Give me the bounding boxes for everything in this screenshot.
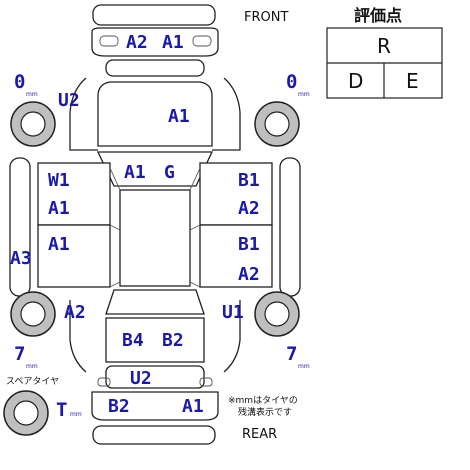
- right-rear-door: [199, 224, 273, 288]
- rear-panel: [105, 365, 205, 389]
- front-right-tire-depth: 0: [286, 71, 297, 93]
- rear-right-tire-icon: [254, 291, 300, 337]
- grade-title: 評価点: [354, 6, 402, 25]
- left-front-door-code-1: W1: [48, 170, 70, 191]
- rear-bottom-bar: [92, 425, 216, 445]
- trunk-code-1: B4: [122, 330, 144, 351]
- spare-mm: mm: [70, 411, 82, 418]
- rear-window: [105, 289, 205, 315]
- rear-bumper: [91, 391, 219, 421]
- right-front-door-code-1: B1: [238, 170, 260, 191]
- right-front-door: [199, 162, 273, 226]
- spare-tire-depth: T: [56, 399, 67, 421]
- front-left-tire-depth: 0: [14, 71, 25, 93]
- car-outline: [9, 4, 301, 445]
- windshield: [96, 151, 214, 187]
- interior-grade: D: [348, 69, 363, 93]
- front-left-tire-icon: [10, 101, 56, 147]
- grade-box: 評価点 R D E: [326, 6, 443, 99]
- right-rocker: [279, 157, 301, 297]
- rear-panel-code: U2: [130, 368, 152, 389]
- front-left-mm: mm: [26, 91, 38, 98]
- hood: [97, 81, 213, 147]
- front-label: FRONT: [244, 10, 288, 25]
- rear-left-mm: mm: [26, 363, 38, 370]
- trunk: [105, 317, 205, 363]
- roof: [119, 189, 191, 287]
- left-front-door-code-2: A1: [48, 198, 70, 219]
- left-rear-fender-code: A2: [64, 302, 86, 323]
- left-rear-door: [37, 224, 111, 288]
- left-rear-door-code: A1: [48, 234, 70, 255]
- front-bumper: [91, 27, 219, 57]
- rear-bumper-code-1: B2: [108, 396, 130, 417]
- spare-tire-label: スペアタイヤ: [6, 376, 59, 387]
- roof-code-1: A1: [124, 162, 146, 183]
- right-front-door-code-2: A2: [238, 198, 260, 219]
- front-bumper-code-1: A2: [126, 32, 148, 53]
- right-rear-door-code-1: B1: [238, 234, 260, 255]
- left-front-fender-code: U2: [58, 90, 80, 111]
- rear-right-tire-depth: 7: [286, 343, 297, 365]
- hood-code: A1: [168, 106, 190, 127]
- front-top-bar: [92, 4, 216, 26]
- front-grille: [105, 59, 205, 77]
- note-line-2: 残溝表示です: [238, 406, 292, 418]
- front-bumper-code-2: A1: [162, 32, 184, 53]
- right-rear-fender-code: U1: [222, 302, 244, 323]
- right-rear-door-code-2: A2: [238, 264, 260, 285]
- rear-label: REAR: [242, 427, 277, 442]
- left-rocker: [9, 157, 31, 297]
- front-right-mm: mm: [298, 91, 310, 98]
- rear-right-mm: mm: [298, 363, 310, 370]
- overall-grade: R: [377, 34, 391, 58]
- spare-tire-icon: [3, 390, 49, 436]
- roof-code-2: G: [164, 162, 175, 183]
- rear-left-tire-icon: [10, 291, 56, 337]
- rear-left-tire-depth: 7: [14, 343, 25, 365]
- front-right-tire-icon: [254, 101, 300, 147]
- trunk-code-2: B2: [162, 330, 184, 351]
- rear-bumper-code-2: A1: [182, 396, 204, 417]
- exterior-grade: E: [406, 69, 419, 93]
- note-line-1: ※mmはタイヤの: [228, 395, 298, 406]
- left-front-door: [37, 162, 111, 226]
- left-rocker-code: A3: [10, 248, 32, 269]
